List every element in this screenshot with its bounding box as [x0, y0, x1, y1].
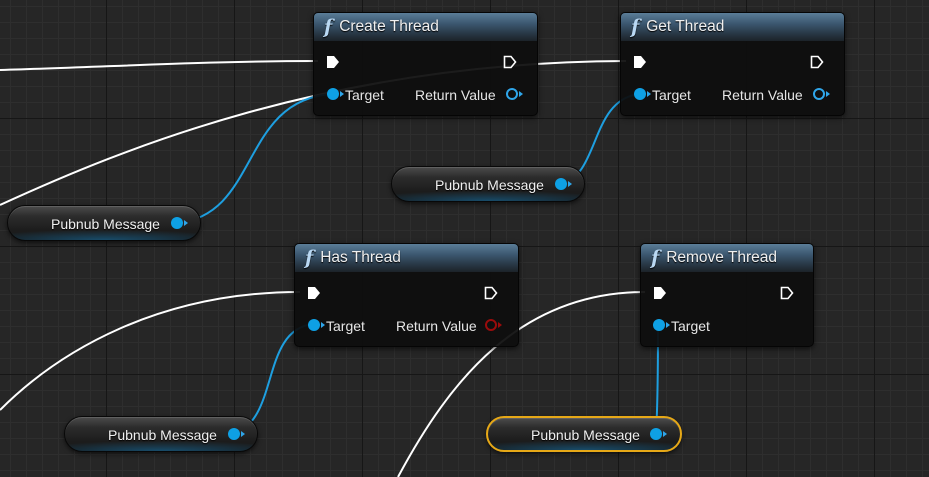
exec-in-pin[interactable]: [307, 286, 321, 300]
remove-thread-header[interactable]: f Remove Thread: [641, 244, 813, 272]
target-pin-arrow: [340, 91, 344, 97]
exec-wire-create-thread-in: [0, 60, 319, 71]
remove-thread-title: Remove Thread: [666, 249, 778, 266]
target-pin[interactable]: [634, 88, 646, 100]
variable-output-pin[interactable]: [650, 428, 662, 440]
target-label: Target: [345, 87, 384, 103]
return-value-label: Return Value: [415, 87, 496, 103]
target-label: Target: [326, 318, 365, 334]
function-icon: f: [651, 246, 660, 269]
return-pin-arrow: [826, 91, 830, 97]
has-thread-header[interactable]: f Has Thread: [295, 244, 518, 272]
variable-label: Pubnub Message: [51, 216, 160, 232]
target-pin-arrow: [321, 322, 325, 328]
has-thread-node[interactable]: f Has Thread Target Return Value: [294, 243, 519, 347]
variable-output-pin[interactable]: [171, 217, 183, 229]
function-icon: f: [631, 15, 640, 38]
return-value-pin[interactable]: [813, 88, 825, 100]
pubnub-message-variable-2[interactable]: Pubnub Message: [391, 166, 585, 202]
target-pin[interactable]: [327, 88, 339, 100]
exec-in-pin[interactable]: [326, 55, 340, 69]
exec-wire-has-thread-in: [0, 291, 301, 411]
target-label: Target: [652, 87, 691, 103]
variable-label: Pubnub Message: [531, 427, 640, 443]
create-thread-title: Create Thread: [339, 18, 439, 35]
exec-out-pin[interactable]: [810, 55, 824, 69]
exec-in-pin[interactable]: [633, 55, 647, 69]
target-label: Target: [671, 318, 710, 334]
variable-pin-arrow: [568, 181, 572, 187]
exec-in-pin[interactable]: [653, 286, 667, 300]
pubnub-message-variable-4-selected[interactable]: Pubnub Message: [486, 416, 682, 452]
get-thread-title: Get Thread: [646, 18, 725, 35]
variable-output-pin[interactable]: [228, 428, 240, 440]
pubnub-message-variable-3[interactable]: Pubnub Message: [64, 416, 258, 452]
create-thread-node[interactable]: f Create Thread Target Return Value: [313, 12, 538, 116]
target-pin[interactable]: [308, 319, 320, 331]
data-wire-message-to-create: [176, 93, 333, 224]
get-thread-header[interactable]: f Get Thread: [621, 13, 844, 41]
exec-out-pin[interactable]: [484, 286, 498, 300]
variable-pin-arrow: [241, 431, 245, 437]
exec-out-pin[interactable]: [780, 286, 794, 300]
has-thread-title: Has Thread: [320, 249, 401, 266]
return-value-bool-pin[interactable]: [485, 319, 497, 331]
function-icon: f: [305, 246, 314, 269]
function-icon: f: [324, 15, 333, 38]
return-value-label: Return Value: [396, 318, 477, 334]
variable-label: Pubnub Message: [108, 427, 217, 443]
variable-output-pin[interactable]: [555, 178, 567, 190]
target-pin[interactable]: [653, 319, 665, 331]
variable-label: Pubnub Message: [435, 177, 544, 193]
variable-pin-arrow: [184, 220, 188, 226]
target-pin-arrow: [666, 322, 670, 328]
return-pin-arrow: [519, 91, 523, 97]
return-pin-arrow: [498, 322, 502, 328]
return-value-pin[interactable]: [506, 88, 518, 100]
target-pin-arrow: [647, 91, 651, 97]
variable-pin-arrow: [663, 431, 667, 437]
pubnub-message-variable-1[interactable]: Pubnub Message: [7, 205, 201, 241]
get-thread-node[interactable]: f Get Thread Target Return Value: [620, 12, 845, 116]
create-thread-header[interactable]: f Create Thread: [314, 13, 537, 41]
return-value-label: Return Value: [722, 87, 803, 103]
exec-out-pin[interactable]: [503, 55, 517, 69]
remove-thread-node[interactable]: f Remove Thread Target: [640, 243, 814, 347]
